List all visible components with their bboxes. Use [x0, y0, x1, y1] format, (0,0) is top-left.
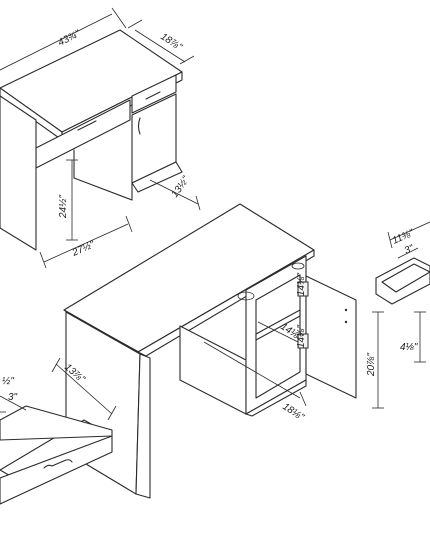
cabinet-drawer-front — [131, 74, 177, 114]
desk-drawer-handle — [77, 120, 97, 131]
door-hinge-hole-top — [344, 308, 348, 312]
desk-open-cabinet-drawing: 14⅛" 18⅛" 20⅞" 14⅛" 14⅛" — [63, 203, 384, 499]
cabinet-base — [131, 161, 183, 193]
label-shelf-depth: 18⅛" — [280, 401, 306, 423]
dim-line-knee-width — [43, 223, 129, 263]
label-large-drawer-width-partial: ½" — [2, 376, 14, 387]
label-small-drawer-height: 4⅛" — [400, 342, 418, 353]
label-cabinet-height: 20⅞" — [366, 353, 377, 377]
dim-tick-desk-depth-a — [127, 19, 143, 29]
door-hinge-hole-bottom — [344, 320, 348, 324]
open-cabinet-top-hole — [291, 262, 305, 270]
small-drawer-drawing: 11⅜" 3" 4⅛" — [375, 221, 430, 363]
dim-tick-shelf-depth — [299, 391, 307, 407]
cabinet-drawer-handle — [145, 91, 161, 100]
dim-tick-small-drawer-width — [387, 231, 393, 249]
dim-tick-knee-depth — [195, 195, 201, 211]
large-drawer-handle — [43, 459, 73, 469]
label-knee-width: 27½" — [70, 239, 97, 259]
large-drawer-front — [0, 435, 113, 505]
dim-tick-large-drawer-depth-b — [107, 405, 117, 421]
open-cabinet-shelf — [255, 309, 301, 341]
dim-tick-large-drawer-depth-a — [51, 357, 61, 373]
dim-tick-desk-width — [111, 7, 127, 29]
label-knee-depth: 13½" — [169, 174, 191, 200]
door-hinge-lower — [297, 333, 309, 349]
dim-line-desk-width — [0, 13, 113, 71]
dim-line-large-drawer-inner — [0, 395, 27, 411]
label-small-drawer-width: 11⅜" — [391, 227, 416, 246]
dim-line-small-drawer-inner — [397, 247, 419, 259]
dim-line-knee-depth — [149, 179, 199, 205]
dim-line-large-drawer-depth — [55, 363, 113, 415]
small-drawer-interior — [381, 263, 430, 293]
label-large-drawer-inner-height: 3" — [8, 392, 18, 403]
label-knee-height: 24½" — [58, 195, 69, 219]
open-cabinet-drawer-hole — [237, 291, 255, 301]
dim-tick-knee-width-b — [125, 215, 133, 233]
dim-line-shelf-depth — [203, 341, 301, 399]
label-hinge-spacing-upper: 14⅛" — [296, 273, 307, 296]
open-cabinet-interior — [255, 274, 301, 399]
label-desk-depth: 18⅞" — [158, 31, 184, 53]
open-desk-back-panel — [179, 325, 247, 415]
label-hinge-spacing-lower: 14⅛" — [296, 325, 307, 348]
open-cabinet-base — [245, 379, 307, 417]
dim-tick-knee-width-a — [39, 251, 47, 269]
label-desk-width: 43¾" — [56, 28, 82, 48]
dim-line-shelf-width — [257, 321, 299, 343]
desk-back-panel-bottom — [73, 177, 133, 201]
dim-line-small-drawer-width — [389, 221, 430, 241]
dim-line-desk-depth — [134, 29, 186, 63]
open-cabinet-door — [305, 275, 357, 399]
dim-tick-desk-depth-b — [179, 55, 195, 65]
large-drawer-drawing: 13⅞" 3" ½" — [0, 357, 117, 505]
large-drawer-side — [0, 405, 113, 441]
open-desk-left-panel-edge — [135, 353, 151, 499]
door-hinge-upper — [297, 281, 309, 297]
desk-overview-drawing: 43¾" 18⅞" 24½" 27½" 13½" — [0, 7, 201, 269]
desk-left-panel — [0, 95, 37, 251]
cabinet-door-handle — [137, 117, 141, 135]
